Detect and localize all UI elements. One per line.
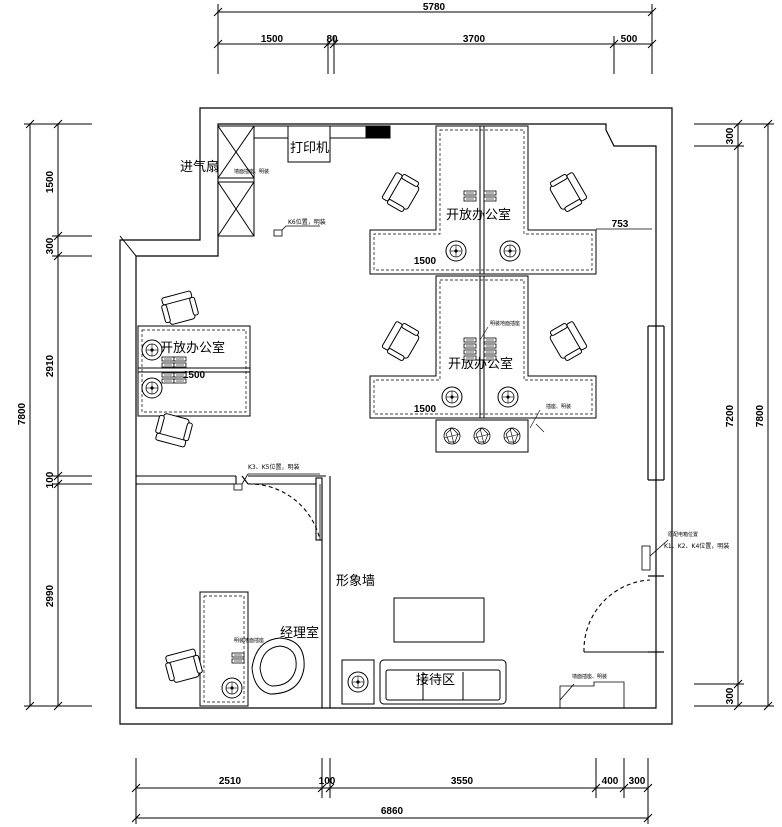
leader-lines-mid <box>479 326 545 433</box>
manager-armchair <box>251 637 305 695</box>
wall-socket-bottom <box>559 681 625 708</box>
outlet-icon <box>483 337 497 349</box>
printer-label: 打印机 <box>290 141 329 156</box>
chair-icon <box>380 318 423 364</box>
stool-icon <box>441 386 463 408</box>
desk-cluster-left <box>137 325 251 417</box>
chair-icon <box>546 169 589 215</box>
dim-right-total: 7800 <box>755 404 766 427</box>
dimensions-right <box>694 119 774 711</box>
chair-icon <box>152 411 195 449</box>
air-intake-duct <box>217 125 255 237</box>
socket-mid-right-label: 插座、明装 <box>546 403 571 410</box>
desk-cluster-middle <box>369 275 597 453</box>
room-open-office-left: 开放办公室 <box>160 340 225 356</box>
k1-k2-k4-label: K1、K2、K4位置，明装 <box>664 542 729 550</box>
dim-top-seg-1: 1500 <box>261 34 284 45</box>
plant-icon <box>503 427 521 445</box>
stool-icon <box>221 677 243 699</box>
desk-width-middle: 1500 <box>414 404 437 415</box>
stool-icon <box>497 386 519 408</box>
dim-left-seg-2: 300 <box>45 237 56 254</box>
outlet-icon <box>161 372 175 384</box>
dimensions-bottom <box>131 758 653 824</box>
outlet-icon <box>463 349 477 361</box>
plant-icon <box>443 427 461 445</box>
outlet-icon <box>483 190 497 202</box>
k3-k5-label: K3、K5位置，明装 <box>248 463 300 471</box>
dim-left-seg-3: 2910 <box>45 354 56 377</box>
dim-bottom-seg-3: 3550 <box>451 776 474 787</box>
left-wall-detail <box>119 235 137 257</box>
dim-bottom-seg-2: 100 <box>319 776 336 787</box>
dim-right-seg-2: 300 <box>725 687 736 704</box>
wall-socket-top-label: 墙面插座、明装 <box>234 168 269 175</box>
dim-top-seg-4: 500 <box>621 34 638 45</box>
outlet-icon <box>231 652 245 664</box>
stool-icon <box>141 377 163 399</box>
distribution-box <box>641 539 669 571</box>
room-open-office-middle: 开放办公室 <box>448 356 513 372</box>
desk-gap: 753 <box>612 219 629 230</box>
dim-top-seg-3: 3700 <box>463 34 486 45</box>
image-wall-label: 形象墙 <box>336 574 375 589</box>
air-intake-label: 进气扇 <box>180 159 219 175</box>
outlet-icon <box>483 349 497 361</box>
chair-icon <box>162 647 205 685</box>
stool-icon <box>445 240 467 262</box>
desk-width-left: 1500 <box>183 370 206 381</box>
dim-top-seg-2: 80 <box>326 34 338 45</box>
chair-icon <box>158 289 201 327</box>
room-manager: 经理室 <box>280 625 319 641</box>
dim-bottom-seg-1: 2510 <box>219 776 242 787</box>
plant-icon <box>473 427 491 445</box>
manager-desk <box>199 591 249 707</box>
stool-icon <box>141 339 163 361</box>
chair-icon <box>546 318 589 364</box>
k6-marker <box>273 225 320 237</box>
stool-icon <box>499 240 521 262</box>
dimensions-top <box>213 4 657 74</box>
dim-left-seg-4: 100 <box>45 471 56 488</box>
dim-top-total: 5780 <box>423 2 446 13</box>
outlet-icon <box>173 356 187 368</box>
k3-k5-marker <box>233 473 320 491</box>
printer-counter <box>253 125 391 163</box>
dim-bottom-seg-5: 300 <box>629 776 646 787</box>
room-open-office-top: 开放办公室 <box>446 207 511 223</box>
dim-bottom-total: 6860 <box>381 806 404 817</box>
desk-width-top: 1500 <box>414 256 437 267</box>
wall-socket-bottom-label: 墙面插座、明装 <box>572 673 607 680</box>
floor-socket-manager-label: 明装地面插座 <box>234 637 264 644</box>
distribution-box-label: 原配电箱位置 <box>668 531 698 538</box>
lamp-icon <box>347 671 369 693</box>
dim-left-seg-5: 2990 <box>45 584 56 607</box>
room-reception: 接待区 <box>416 672 455 688</box>
dim-left-total: 7800 <box>17 402 28 425</box>
outlet-icon <box>463 190 477 202</box>
floor-socket-mid-label: 明装地面插座 <box>490 320 520 327</box>
dim-left-seg-1: 1500 <box>45 170 56 193</box>
chair-icon <box>380 169 423 215</box>
dim-bottom-seg-4: 400 <box>602 776 619 787</box>
reception-sofa <box>379 659 507 705</box>
partitions <box>136 475 651 708</box>
k6-label: K6位置，明装 <box>288 218 326 226</box>
outlet-icon <box>161 356 175 368</box>
dimensions-left <box>24 119 92 711</box>
outlet-icon <box>463 337 477 349</box>
dim-right-sub-total: 7200 <box>725 404 736 427</box>
dim-right-seg-1: 300 <box>725 127 736 144</box>
reception-table <box>393 597 485 643</box>
outer-walls <box>119 107 673 725</box>
